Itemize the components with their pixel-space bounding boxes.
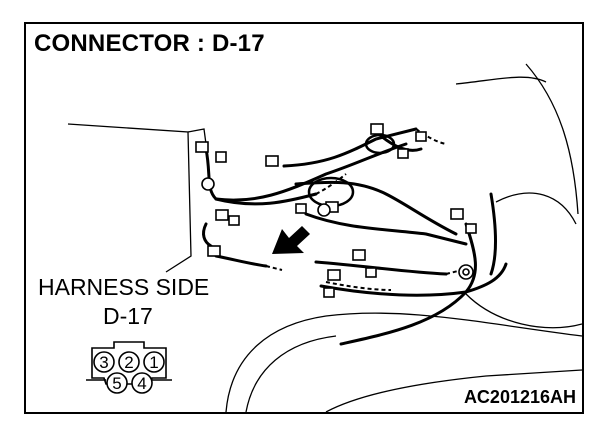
harness-side-label: HARNESS SIDE xyxy=(38,274,210,300)
harness-grommets xyxy=(201,177,474,280)
diagram-frame: 3 2 1 5 4 CONNECTOR : D-17 HARNESS SIDE … xyxy=(24,22,584,414)
wiring-harness-illustration: 3 2 1 5 4 xyxy=(67,63,582,412)
wiring-harness-dashed xyxy=(265,128,463,291)
pin-3: 3 xyxy=(93,351,115,373)
svg-text:5: 5 xyxy=(112,374,121,393)
svg-text:4: 4 xyxy=(137,374,146,393)
connector-pins: 3 2 1 5 4 xyxy=(93,351,165,394)
connector-title: CONNECTOR : D-17 xyxy=(34,30,265,57)
svg-text:3: 3 xyxy=(99,353,108,372)
pin-4: 4 xyxy=(131,372,153,394)
pin-2: 2 xyxy=(118,351,140,373)
figure-code: AC201216AH xyxy=(463,387,576,407)
pin-1: 1 xyxy=(143,351,165,373)
svg-text:2: 2 xyxy=(124,353,133,372)
location-arrow xyxy=(272,226,310,254)
wiring-harness xyxy=(202,127,508,346)
svg-text:1: 1 xyxy=(149,353,158,372)
harness-coil xyxy=(307,133,396,208)
harness-connector-id: D-17 xyxy=(103,303,153,329)
vehicle-body-outline xyxy=(67,63,582,412)
pin-5: 5 xyxy=(106,372,128,394)
harness-connectors xyxy=(195,123,477,298)
